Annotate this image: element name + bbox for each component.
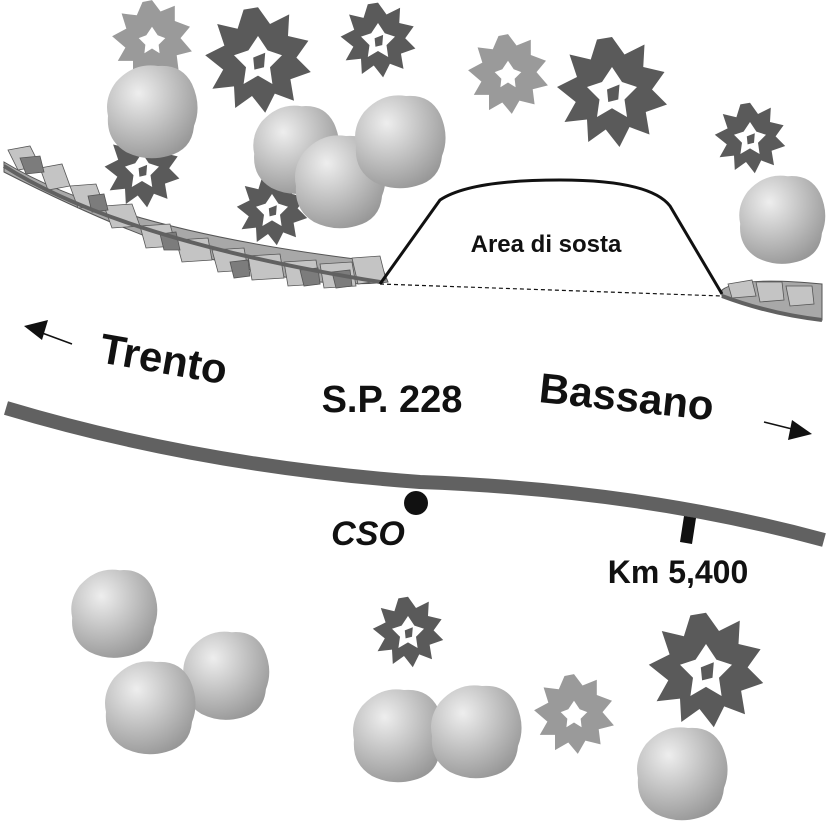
point-marker-label: CSO [331, 515, 405, 553]
road-edge [3, 401, 826, 547]
direction-left-label: Trento [96, 325, 231, 394]
rest-area-label: Area di sosta [471, 231, 622, 258]
point-marker-icon [404, 491, 428, 515]
stone-wall-left [2, 145, 389, 289]
rest-area: Area di sosta [378, 178, 724, 297]
direction-right: Bassano [537, 364, 812, 440]
cso-marker: CSO [331, 491, 428, 553]
bushes-top [107, 65, 826, 264]
arrow-right-icon [788, 420, 812, 440]
direction-right-label: Bassano [537, 364, 716, 429]
kilometer-post-icon [680, 516, 696, 544]
stone-wall-right [721, 279, 823, 322]
arrow-left-icon [24, 320, 48, 340]
kilometer-marker-label: Km 5,400 [608, 554, 749, 590]
kilometer-marker: Km 5,400 [608, 516, 749, 590]
direction-left: Trento [24, 320, 231, 393]
trees-top [104, 0, 786, 246]
road-name-label: S.P. 228 [322, 379, 463, 421]
